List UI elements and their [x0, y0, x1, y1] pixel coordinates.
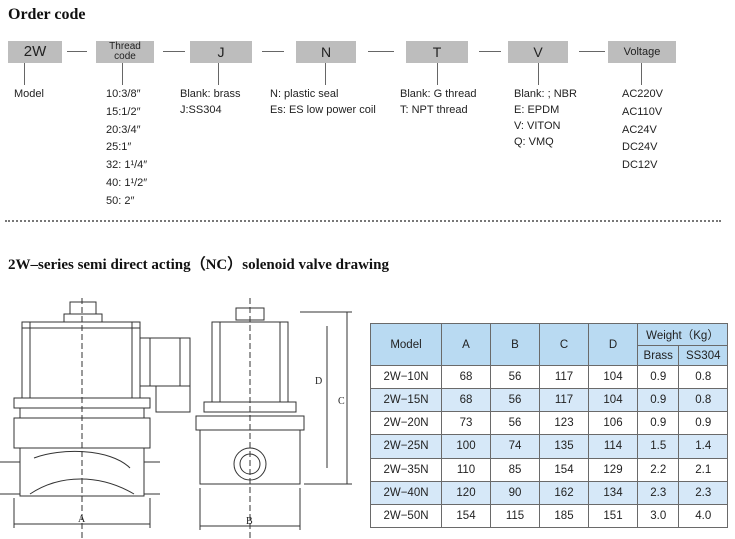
header-a: A [441, 323, 491, 366]
dim-label-c: C [338, 396, 345, 407]
code-box-voltage: Voltage [608, 41, 676, 63]
separator-dash [262, 51, 284, 52]
thread-type-list: Blank: G thread T: NPT thread [400, 88, 477, 116]
connector-line [437, 63, 438, 85]
separator-dash [163, 51, 185, 52]
header-ss304: SS304 [678, 345, 728, 366]
seal-type-list: N: plastic seal Es: ES low power coil [270, 88, 376, 116]
connector-line [641, 63, 642, 85]
dim-label-b: B [246, 516, 253, 527]
header-model: Model [370, 323, 442, 366]
connector-line [218, 63, 219, 85]
spec-table: Model A B C D Weight（Kg） Brass SS304 2W−… [370, 323, 728, 529]
code-box-thread: Thread code [96, 41, 154, 63]
dim-label-d: D [315, 376, 322, 387]
dim-label-a: A [78, 514, 86, 525]
model-label: Model [14, 88, 44, 100]
connector-line [122, 63, 123, 85]
code-box-seal: N [296, 41, 356, 63]
drawing-title: 2W–series semi direct acting（NC）solenoid… [8, 257, 389, 273]
header-weight: Weight（Kg） [637, 323, 728, 346]
separator-dash [368, 51, 394, 52]
body-material-list: Blank: brass J:SS304 [180, 88, 241, 116]
thread-size-list: 10:3/8″ 15:1/2″ 20:3/4″ 25:1″ 32: 1¹/4″ … [106, 88, 148, 207]
header-b: B [490, 323, 540, 366]
header-brass: Brass [636, 345, 680, 366]
header-c: C [539, 323, 589, 366]
separator-dash [479, 51, 501, 52]
code-box-thread-type: T [406, 41, 468, 63]
valve-drawing: A B C D [0, 298, 352, 538]
code-box-model: 2W [8, 41, 62, 63]
order-code-title: Order code [8, 6, 86, 23]
separator-dash [579, 51, 605, 52]
connector-line [538, 63, 539, 85]
section-divider [5, 220, 721, 222]
header-d: D [588, 323, 638, 366]
seal-material-list: Blank: ; NBR E: EPDM V: VITON Q: VMQ [514, 88, 577, 148]
voltage-list: AC220V AC110V AC24V DC24V DC12V [622, 88, 663, 172]
separator-dash [67, 51, 87, 52]
code-box-seal-material: V [508, 41, 568, 63]
connector-line [325, 63, 326, 85]
connector-line [24, 63, 25, 85]
code-box-body: J [190, 41, 252, 63]
